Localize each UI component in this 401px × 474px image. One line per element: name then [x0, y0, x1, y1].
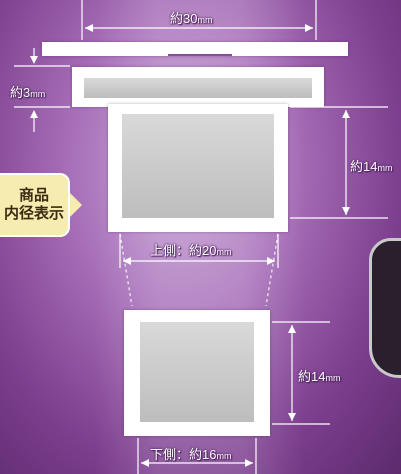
band-inner — [84, 78, 312, 98]
upper-square-inner — [122, 114, 274, 218]
top-flange-notch — [168, 54, 232, 64]
badge-line-1: 商品 — [18, 187, 49, 204]
lower-width-label: 下側：約16mm — [150, 447, 232, 462]
lower-square-inner — [140, 322, 254, 422]
lower-height-label: 約14mm — [298, 369, 341, 384]
product-edge-image — [369, 238, 401, 378]
inner-diameter-badge: 商品 内径表示 — [0, 173, 82, 237]
upper-width-label: 上側：約20mm — [150, 243, 232, 258]
upper-height-label: 約14mm — [350, 159, 393, 174]
top-flange — [42, 42, 348, 56]
badge-line-2: 内径表示 — [3, 205, 64, 222]
flange-thickness-label: 約3mm — [10, 85, 46, 100]
top-width-label: 約30mm — [170, 11, 213, 26]
